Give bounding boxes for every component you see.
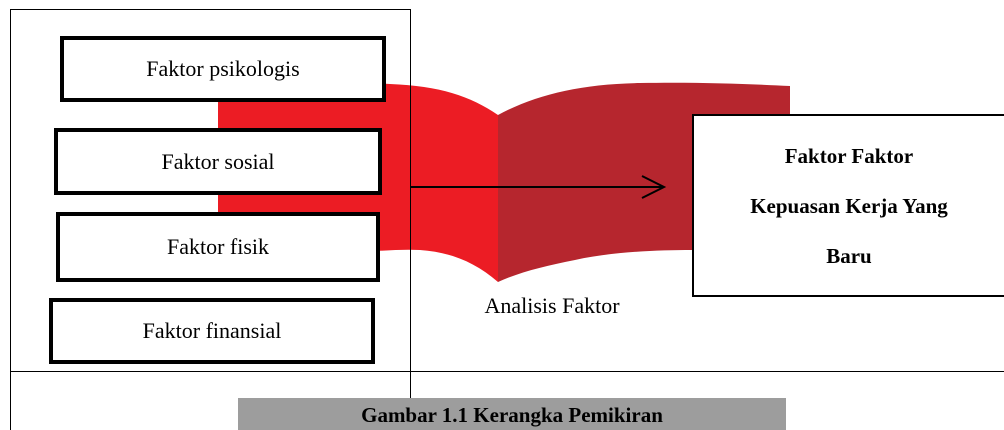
caption-bar [238, 398, 786, 430]
factor-label: Faktor psikologis [146, 56, 300, 81]
result-line-2: Kepuasan Kerja Yang [750, 193, 948, 218]
factor-label: Faktor sosial [161, 148, 275, 174]
frame-left-line [10, 9, 11, 430]
factor-box-fisik: Faktor fisik [56, 212, 380, 282]
arrow-head [641, 175, 667, 199]
result-box: Faktor Faktor Kepuasan Kerja Yang Baru [692, 114, 1004, 297]
frame-top-line [10, 9, 410, 10]
factor-box-finansial: Faktor finansial [49, 298, 375, 364]
figure-caption: Gambar 1.1 Kerangka Pemikiran [361, 403, 663, 427]
result-line-1: Faktor Faktor [784, 143, 914, 168]
frame-bottom-line [10, 371, 1004, 372]
factor-label: Faktor fisik [166, 234, 270, 259]
process-label: Analisis Faktor [484, 293, 620, 318]
book-right-page [498, 82, 790, 283]
frame-middle-line [410, 9, 411, 430]
factor-label: Faktor finansial [142, 318, 282, 343]
factor-box-psikologis: Faktor psikologis [60, 36, 386, 102]
factor-box-sosial: Faktor sosial [54, 128, 382, 195]
result-line-3: Baru [826, 243, 872, 268]
